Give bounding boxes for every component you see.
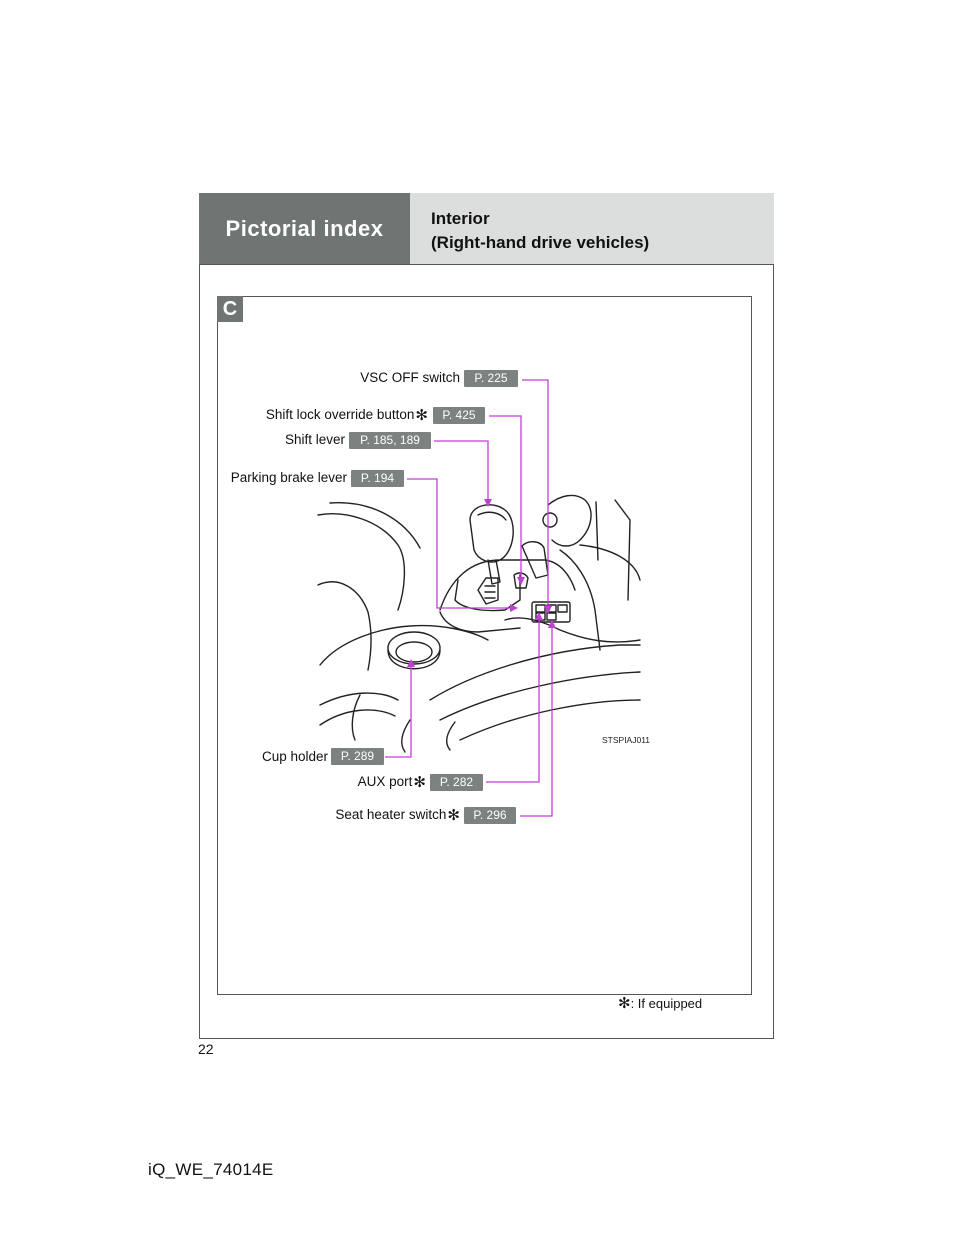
leader-vsc [522, 379, 549, 612]
callout-label-shift-lever: Shift lever [284, 432, 345, 447]
leader-shift-lever [434, 440, 489, 505]
footnote-asterisk-icon: ✻ [618, 995, 631, 1012]
page-ref-aux-port[interactable]: P. 282 [430, 774, 483, 791]
section-title: Pictorial index [199, 193, 410, 264]
leader-arrowheads [407, 499, 556, 667]
page-ref-seat-heater[interactable]: P. 296 [464, 807, 516, 824]
callout-label-vsc-off: VSC OFF switch [360, 370, 460, 385]
page-ref-cup-holder[interactable]: P. 289 [331, 748, 384, 765]
header-subtitle: Interior (Right-hand drive vehicles) [410, 193, 774, 264]
page-number: 22 [198, 1041, 214, 1057]
subtitle-line2: (Right-hand drive vehicles) [431, 233, 650, 252]
callout-label-aux-port: AUX port✻ [357, 774, 426, 791]
page-ref-vsc-off[interactable]: P. 225 [464, 370, 518, 387]
illustration-panel [217, 296, 752, 995]
leader-aux [486, 614, 540, 783]
asterisk-icon: ✻ [415, 407, 428, 424]
illustration-code: STSPIAJ011 [602, 735, 650, 745]
leader-parking-brake [407, 478, 516, 609]
page-ref-parking-brake[interactable]: P. 194 [351, 470, 404, 487]
leader-lines [385, 379, 553, 817]
callout-label-cup-holder: Cup holder [261, 749, 328, 764]
asterisk-icon: ✻ [447, 807, 460, 824]
callout-label-parking-brake: Parking brake lever [230, 470, 347, 485]
callout-label-shift-lock-override: Shift lock override button✻ [265, 407, 428, 424]
leader-seat-heater [520, 622, 553, 817]
leader-shift-lock [489, 415, 522, 583]
document-code: iQ_WE_74014E [148, 1160, 274, 1179]
page-ref-shift-lever[interactable]: P. 185, 189 [349, 432, 431, 449]
asterisk-icon: ✻ [413, 774, 426, 791]
footnote: ✻: If equipped [618, 995, 703, 1012]
callout-label-seat-heater: Seat heater switch✻ [335, 807, 460, 824]
section-letter-tag: C [217, 296, 243, 322]
subtitle-line1: Interior [431, 209, 490, 228]
page-ref-shift-lock-override[interactable]: P. 425 [433, 407, 485, 424]
page-header: Pictorial index Interior (Right-hand dri… [199, 193, 774, 265]
leader-cup-holder [385, 661, 412, 758]
